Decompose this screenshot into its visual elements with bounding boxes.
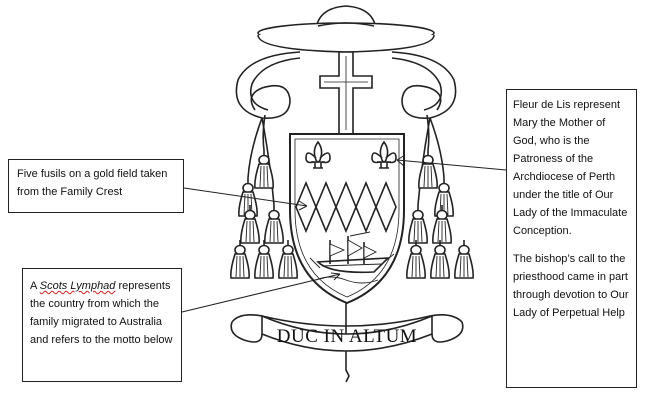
callout-fleur-para2: The bishop’s call to the priesthood came… (513, 253, 629, 319)
five-fusils (295, 180, 397, 234)
lymphad (309, 231, 395, 284)
fleur-de-lis-left (305, 140, 331, 169)
tassels-right (406, 149, 474, 279)
arrowhead-lymphad (330, 272, 341, 281)
callout-lymphad: A Scots Lymphad represents the country f… (22, 268, 182, 382)
arrowhead-fleur (396, 154, 406, 167)
callout-fusils: Five fusils on a gold field taken from t… (8, 159, 184, 213)
callout-fleur-de-lis: Fleur de Lis represent Mary the Mother o… (506, 89, 637, 388)
callout-lymphad-rest: represents the country from which the fa… (30, 280, 173, 346)
arrowhead-fusils (298, 200, 308, 211)
leader-lines (181, 154, 507, 313)
callout-lymphad-prefix: A (30, 280, 40, 292)
leader-fleur (396, 159, 507, 171)
leader-lymphad (181, 273, 341, 313)
fleur-de-lis-right (371, 140, 397, 169)
motto-scroll: DUC IN ALTUM (230, 314, 464, 352)
tassels-left (230, 149, 298, 279)
motto-text: DUC IN ALTUM (277, 326, 417, 347)
leader-fusils (183, 187, 308, 207)
callout-lymphad-text: A Scots Lymphad represents the country f… (30, 277, 174, 349)
callout-fusils-text: Five fusils on a gold field taken from t… (17, 168, 168, 198)
galero-hat (257, 5, 435, 53)
callout-lymphad-term: Scots Lymphad (39, 280, 116, 292)
callout-fleur-para1: Fleur de Lis represent Mary the Mother o… (513, 99, 628, 237)
hat-cords (235, 51, 457, 206)
